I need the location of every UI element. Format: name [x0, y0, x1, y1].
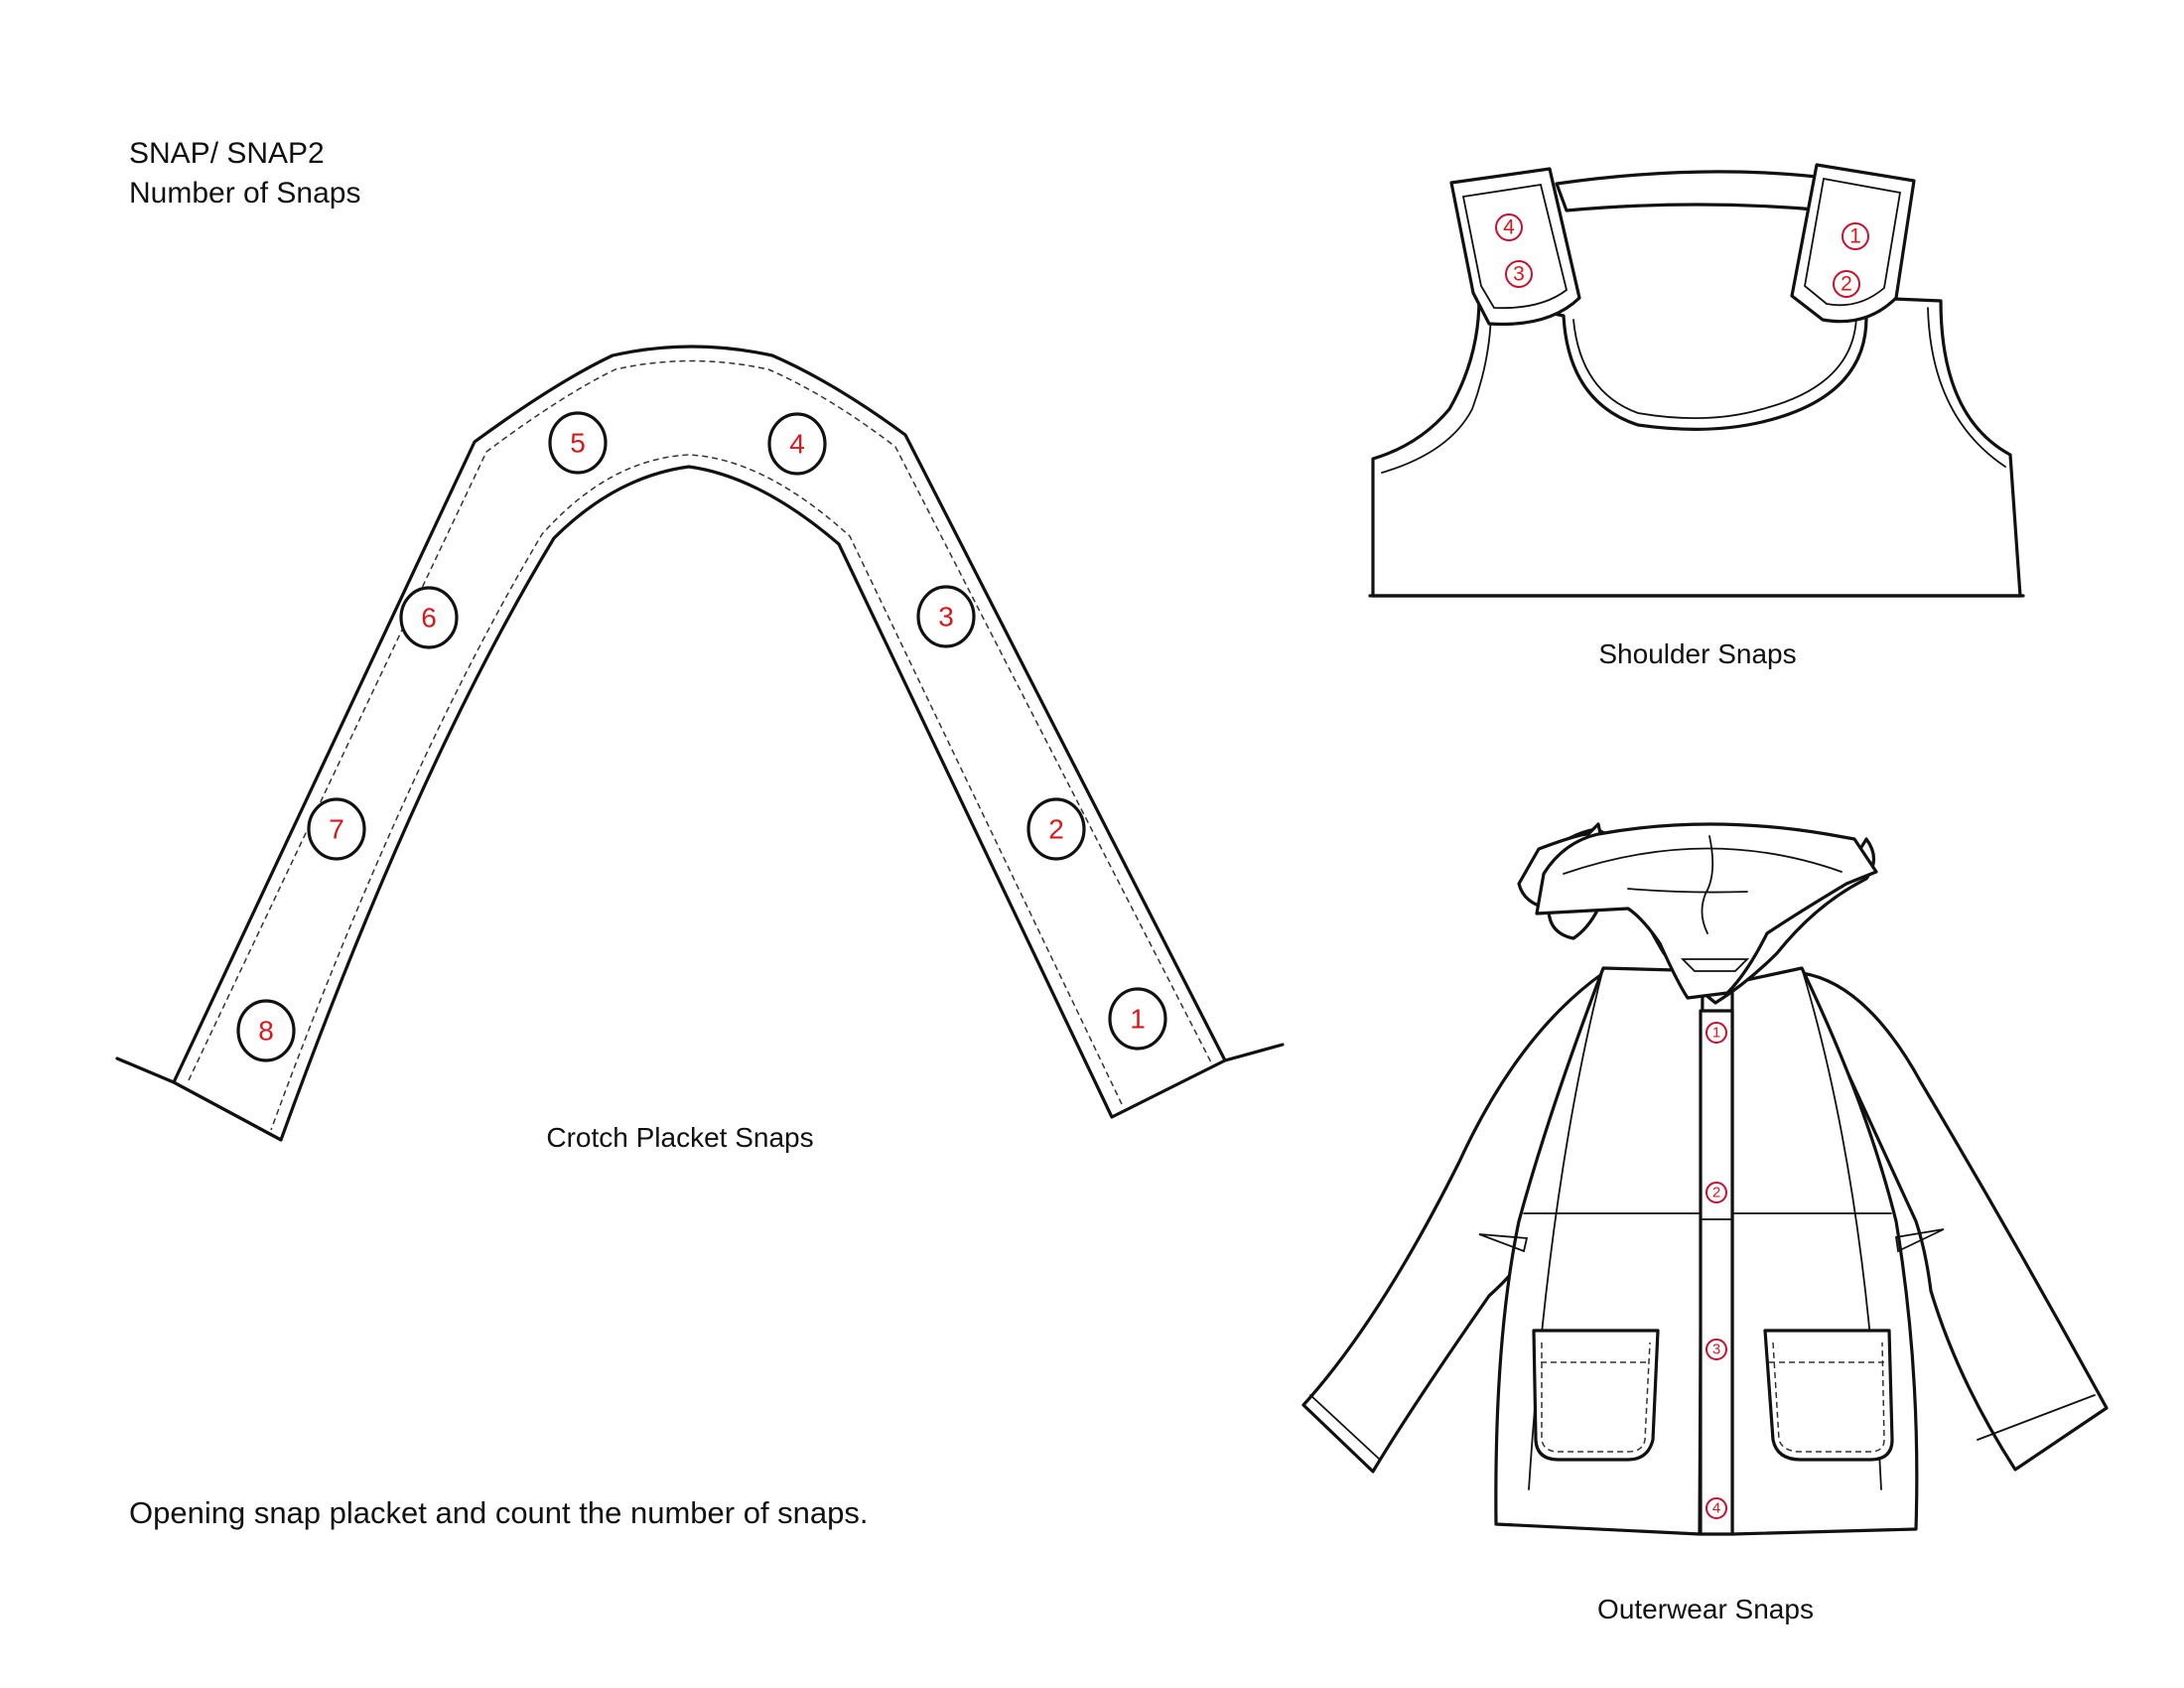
shoulder-strap-left-inner [1461, 183, 1569, 310]
shoulder-snap-4-label: 4 [1503, 216, 1515, 239]
crotch-placket-stitch-outer [188, 359, 1212, 1081]
crotch-placket-diagram: 1 2 3 4 5 6 7 8 [115, 345, 1285, 1142]
crotch-snap-3: 3 [916, 585, 976, 648]
crotch-snap-8-label: 8 [258, 1016, 274, 1047]
crotch-snap-5-label: 5 [570, 428, 586, 459]
jacket-pocket-right [1763, 1329, 1894, 1462]
crotch-snap-2: 2 [1026, 797, 1086, 861]
instruction-text: Opening snap placket and count the numbe… [129, 1495, 869, 1530]
shoulder-neck-back [1555, 170, 1829, 212]
crotch-snap-5: 5 [548, 411, 608, 475]
jacket-sleeve-left [1301, 971, 1605, 1474]
shoulder-snap-1-label: 1 [1849, 225, 1861, 248]
crotch-placket-shape [172, 345, 1227, 1142]
outerwear-snap-4-label: 4 [1712, 1500, 1720, 1517]
crotch-snap-6-label: 6 [421, 603, 437, 633]
outerwear-snap-1-label: 1 [1712, 1025, 1720, 1042]
shoulder-snap-4: 4 [1495, 213, 1523, 241]
shoulder-snap-1: 1 [1842, 222, 1869, 250]
jacket-hood-center-seam [1701, 835, 1714, 934]
jacket-hood-neck-tab [1680, 958, 1750, 972]
crotch-snap-1-label: 1 [1130, 1004, 1146, 1035]
jacket-hood-stitch [1563, 847, 1843, 875]
outerwear-snap-3-label: 3 [1712, 1341, 1720, 1358]
shoulder-garment-body [1371, 296, 2022, 598]
outerwear-jacket-diagram: 1 2 3 4 [1301, 822, 2109, 1536]
jacket-pocket-right-stitch [1769, 1341, 1888, 1453]
outerwear-snaps-caption: Outerwear Snaps [1597, 1594, 1814, 1624]
crotch-snap-4: 4 [767, 412, 827, 476]
outerwear-snap-3: 3 [1706, 1338, 1727, 1360]
outerwear-snap-4: 4 [1706, 1497, 1727, 1519]
crotch-snap-7: 7 [307, 797, 366, 861]
jacket-sleeve-right [1800, 971, 2109, 1472]
shoulder-garment-diagram: 1 2 3 4 [1368, 163, 2025, 598]
crotch-placket-stitch-inner [270, 454, 1123, 1131]
jacket-welt-right [1894, 1228, 1945, 1253]
outerwear-snap-2-label: 2 [1712, 1185, 1720, 1201]
outerwear-snap-1: 1 [1706, 1022, 1727, 1044]
shoulder-armhole-left-inner [1381, 307, 1492, 474]
crotch-leg-line-right [1223, 1043, 1285, 1062]
page-subtitle: Number of Snaps [129, 177, 361, 210]
crotch-leg-line-left [115, 1056, 176, 1084]
page-title: SNAP/ SNAP2 [129, 137, 325, 170]
crotch-edge-left [172, 1080, 283, 1142]
shoulder-snap-2-label: 2 [1841, 273, 1852, 296]
outerwear-snap-2: 2 [1706, 1182, 1727, 1203]
jacket-hood-drawcord [1627, 888, 1748, 894]
shoulder-strap-right-inner [1804, 177, 1902, 307]
crotch-snap-3-label: 3 [938, 602, 954, 633]
shoulder-snap-2: 2 [1833, 270, 1860, 298]
shoulder-snap-3-label: 3 [1513, 263, 1525, 286]
crotch-snap-4-label: 4 [789, 429, 805, 460]
shoulder-snap-3: 3 [1505, 260, 1533, 288]
jacket-welt-left [1478, 1233, 1529, 1253]
shoulder-strap-left [1449, 167, 1581, 327]
shoulder-snaps-caption: Shoulder Snaps [1598, 638, 1797, 669]
jacket-hood-crown [1535, 822, 1878, 1000]
jacket-placket [1699, 1009, 1734, 1536]
jacket-sleeve-right-cuff [1977, 1394, 2096, 1441]
jacket-pocket-left [1532, 1329, 1660, 1462]
crotch-placket-caption: Crotch Placket Snaps [546, 1122, 814, 1153]
crotch-snap-7-label: 7 [329, 814, 344, 845]
crotch-snap-2-label: 2 [1048, 814, 1064, 845]
crotch-snap-1: 1 [1108, 987, 1167, 1051]
shoulder-neckline-inner [1572, 315, 1857, 420]
crotch-snap-6: 6 [399, 586, 459, 649]
crotch-snap-8: 8 [236, 999, 296, 1062]
shoulder-armhole-right-inner [1927, 307, 2006, 468]
jacket-pocket-left-stitch [1541, 1341, 1651, 1453]
jacket-sleeve-left-cuff [1309, 1394, 1381, 1461]
